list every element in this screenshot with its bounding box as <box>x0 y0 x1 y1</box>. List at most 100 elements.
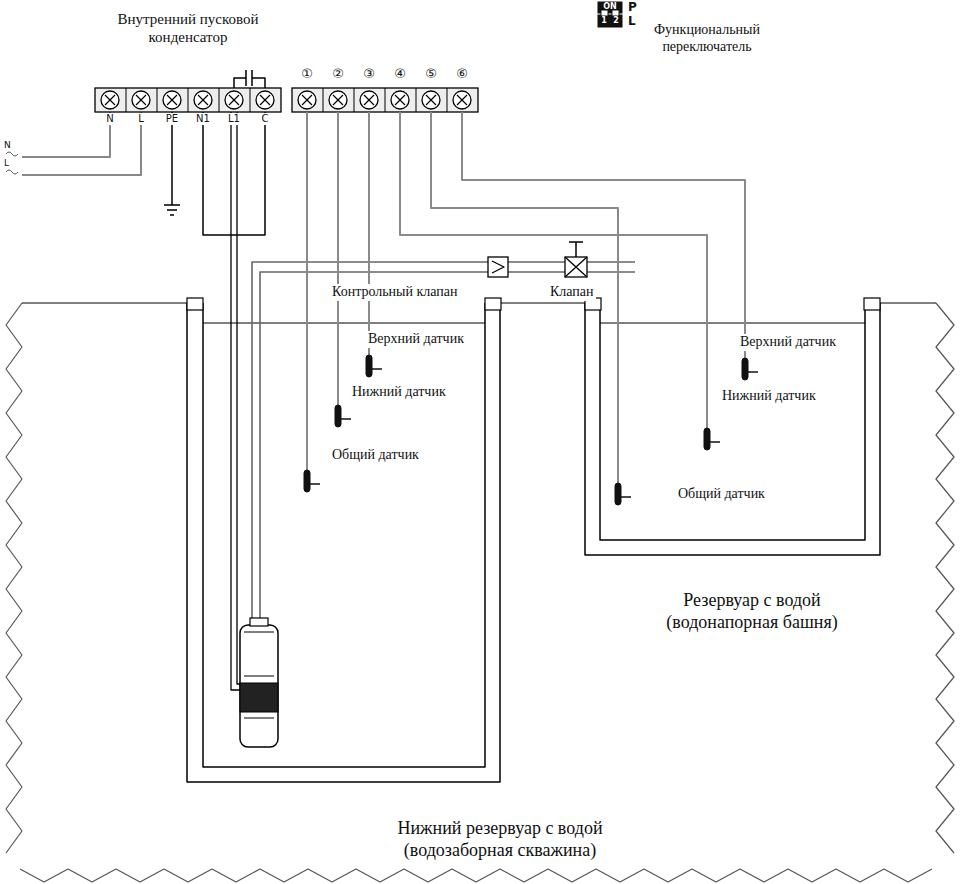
switch-pin: 2 <box>613 16 619 26</box>
well-tank <box>187 303 500 782</box>
terminal-screw-slot <box>229 95 239 105</box>
tank-cap <box>864 298 880 310</box>
discharge-pipe <box>252 262 635 628</box>
terminal-divider <box>354 88 355 112</box>
sensor-label: Общий датчик <box>330 447 421 464</box>
sensor-tick <box>621 496 631 498</box>
check-valve-arrow <box>492 261 504 273</box>
terminal-screw-slot <box>260 95 270 105</box>
terminal-screw <box>132 91 150 109</box>
terminal-number: ⑤ <box>423 66 439 82</box>
terminal-name: C <box>260 113 271 125</box>
tank-cap <box>485 298 501 310</box>
power-terminal-block <box>95 88 281 112</box>
sensor-wire-3 <box>368 112 370 355</box>
shutoff-valve-cross <box>565 257 587 277</box>
sensor-wire-2 <box>337 112 339 405</box>
mains-wire-n <box>22 110 110 157</box>
component-label: Функциональный переключатель <box>640 22 774 56</box>
terminal-screw-slot <box>302 95 312 105</box>
sensor-terminal-block <box>292 88 478 112</box>
terminal-screw-slot <box>136 95 146 105</box>
ground-surface <box>22 302 936 303</box>
upper-sensor <box>742 358 748 380</box>
part-label: Клапан <box>548 284 596 301</box>
sensor-label: Нижний датчик <box>720 388 818 405</box>
sensor-wire-1 <box>306 112 308 470</box>
valve-handle <box>569 242 583 257</box>
shutoff-valve <box>565 257 587 277</box>
terminal-screw <box>422 91 440 109</box>
water-level <box>203 322 485 323</box>
submersible-pump <box>240 625 278 747</box>
mains-wire-l <box>22 110 141 175</box>
terminal-screw <box>194 91 212 109</box>
terminal-divider <box>323 88 324 112</box>
sensor-label: Верхний датчик <box>738 334 838 351</box>
terminal-number: ⑥ <box>454 66 470 82</box>
common-sensor <box>304 470 310 492</box>
sensor-wire-4 <box>400 112 707 428</box>
mains-pin: L <box>4 158 9 169</box>
terminal-screw <box>225 91 243 109</box>
terminal-divider <box>188 88 189 112</box>
terminal-number: ② <box>330 66 346 82</box>
lower-sensor <box>704 428 710 450</box>
terminal-name: L <box>136 113 146 125</box>
terminal-screw-slot <box>105 95 115 105</box>
terminal-divider <box>126 88 127 112</box>
terminal-screw-slot <box>457 95 467 105</box>
terminal-name: PE <box>164 113 180 125</box>
ground-symbol <box>164 205 180 215</box>
sensor-tick <box>372 368 382 370</box>
terrain-edge-bottom <box>20 869 932 882</box>
sensor-label: Нижний датчик <box>350 384 448 401</box>
terminal-screw <box>391 91 409 109</box>
common-sensor <box>615 483 621 505</box>
terminal-screw <box>101 91 119 109</box>
switch-state: ON <box>603 2 617 12</box>
tank-label: Нижний резервуар с водой (водозаборная с… <box>368 818 632 861</box>
terminal-screw-slot <box>333 95 343 105</box>
terminal-screw-slot <box>426 95 436 105</box>
terminal-divider <box>219 88 220 112</box>
tower-tank <box>585 303 880 555</box>
illustration-group <box>6 2 954 882</box>
terminal-number: ① <box>299 66 315 82</box>
component-label: Внутренний пусковой конденсатор <box>79 10 298 46</box>
pump-outlet <box>250 618 268 626</box>
sensor-tick <box>710 441 720 443</box>
upper-sensor <box>366 355 372 377</box>
terminal-screw <box>256 91 274 109</box>
pump-band <box>240 683 278 712</box>
terrain-edge-right <box>936 303 954 853</box>
terminal-number: ④ <box>392 66 408 82</box>
lower-sensor <box>335 405 341 427</box>
terminal-name: N <box>104 113 115 125</box>
terminal-divider <box>416 88 417 112</box>
terminal-screw <box>329 91 347 109</box>
pump-detail <box>244 632 274 718</box>
sensor-label: Общий датчик <box>676 486 767 503</box>
terminal-screw-slot <box>395 95 405 105</box>
dip-switch-bottom <box>598 15 622 27</box>
terminal-screw-slot <box>198 95 208 105</box>
sensor-label: Верхний датчик <box>366 331 466 348</box>
tank-cap <box>187 298 203 310</box>
part-label: Контрольный клапан <box>330 284 460 301</box>
sensor-tick <box>310 483 320 485</box>
water-level <box>600 322 865 323</box>
terminal-screw-slot <box>167 95 177 105</box>
check-valve <box>488 257 508 277</box>
mains-pin: N <box>4 140 11 151</box>
switch-mode: L <box>626 14 638 28</box>
tank-label: Резервуар с водой (водонапорная башня) <box>635 590 869 633</box>
terminal-number: ③ <box>361 66 377 82</box>
pump-cable <box>231 110 240 690</box>
terminal-divider <box>385 88 386 112</box>
terrain-edge-left <box>6 303 22 853</box>
terminal-screw <box>453 91 471 109</box>
